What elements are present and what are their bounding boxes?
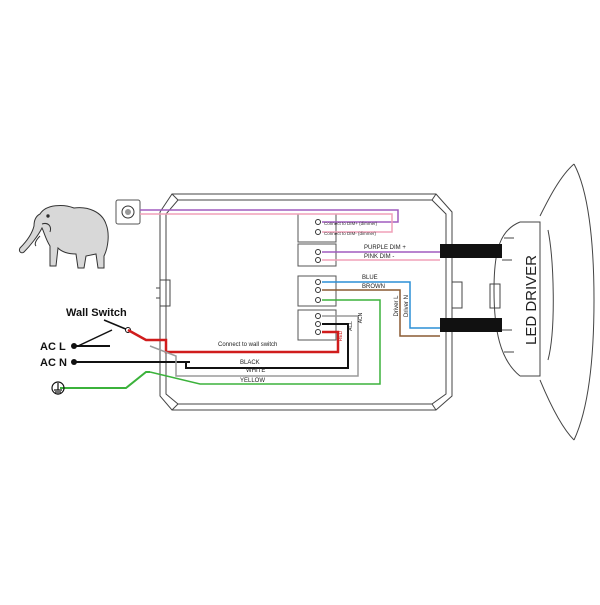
- elephant-icon: [19, 205, 109, 269]
- yellow-label: YELLOW: [240, 378, 265, 384]
- enclosure: [156, 193, 463, 411]
- white-label: WHITE: [246, 368, 265, 374]
- led-driver-label: LED DRIVER: [523, 255, 540, 345]
- ac-l-terminal: [71, 343, 77, 349]
- connect-dim-minus-label: Connect to DIM- (dimmer): [324, 231, 377, 236]
- driver-n-label: Driver N: [404, 295, 410, 317]
- red-label: RED: [338, 330, 344, 341]
- led-driver-housing: [489, 163, 595, 441]
- wall-switch-label: Wall Switch: [66, 307, 127, 319]
- blue-label: BLUE: [362, 275, 378, 281]
- mains-wires: [60, 315, 359, 389]
- ac-n-label: AC N: [40, 357, 67, 369]
- pink-dim-label: PINK DIM -: [364, 254, 394, 260]
- ac-n-terminal: [71, 359, 77, 365]
- acn-label: ACN: [358, 312, 364, 323]
- connect-dim-plus-label: Connect to DIM+ (dimmer): [324, 221, 378, 226]
- terminal-screws: [315, 219, 321, 335]
- acl-label: ACL: [348, 321, 354, 331]
- connect-wall-switch-label: Connect to wall switch: [218, 342, 277, 348]
- ground-icon: [51, 381, 65, 395]
- driver-l-label: Driver L: [394, 295, 400, 317]
- dim-output-wires: [322, 251, 440, 261]
- purple-dim-label: PURPLE DIM +: [364, 245, 406, 251]
- brown-label: BROWN: [362, 284, 385, 290]
- driver-wires: [149, 281, 440, 385]
- cable-bands: [440, 244, 502, 332]
- black-label: BLACK: [240, 360, 260, 366]
- dimmer-knob-icon: [115, 199, 141, 225]
- dim-wires: [140, 209, 399, 233]
- ac-l-label: AC L: [40, 341, 66, 353]
